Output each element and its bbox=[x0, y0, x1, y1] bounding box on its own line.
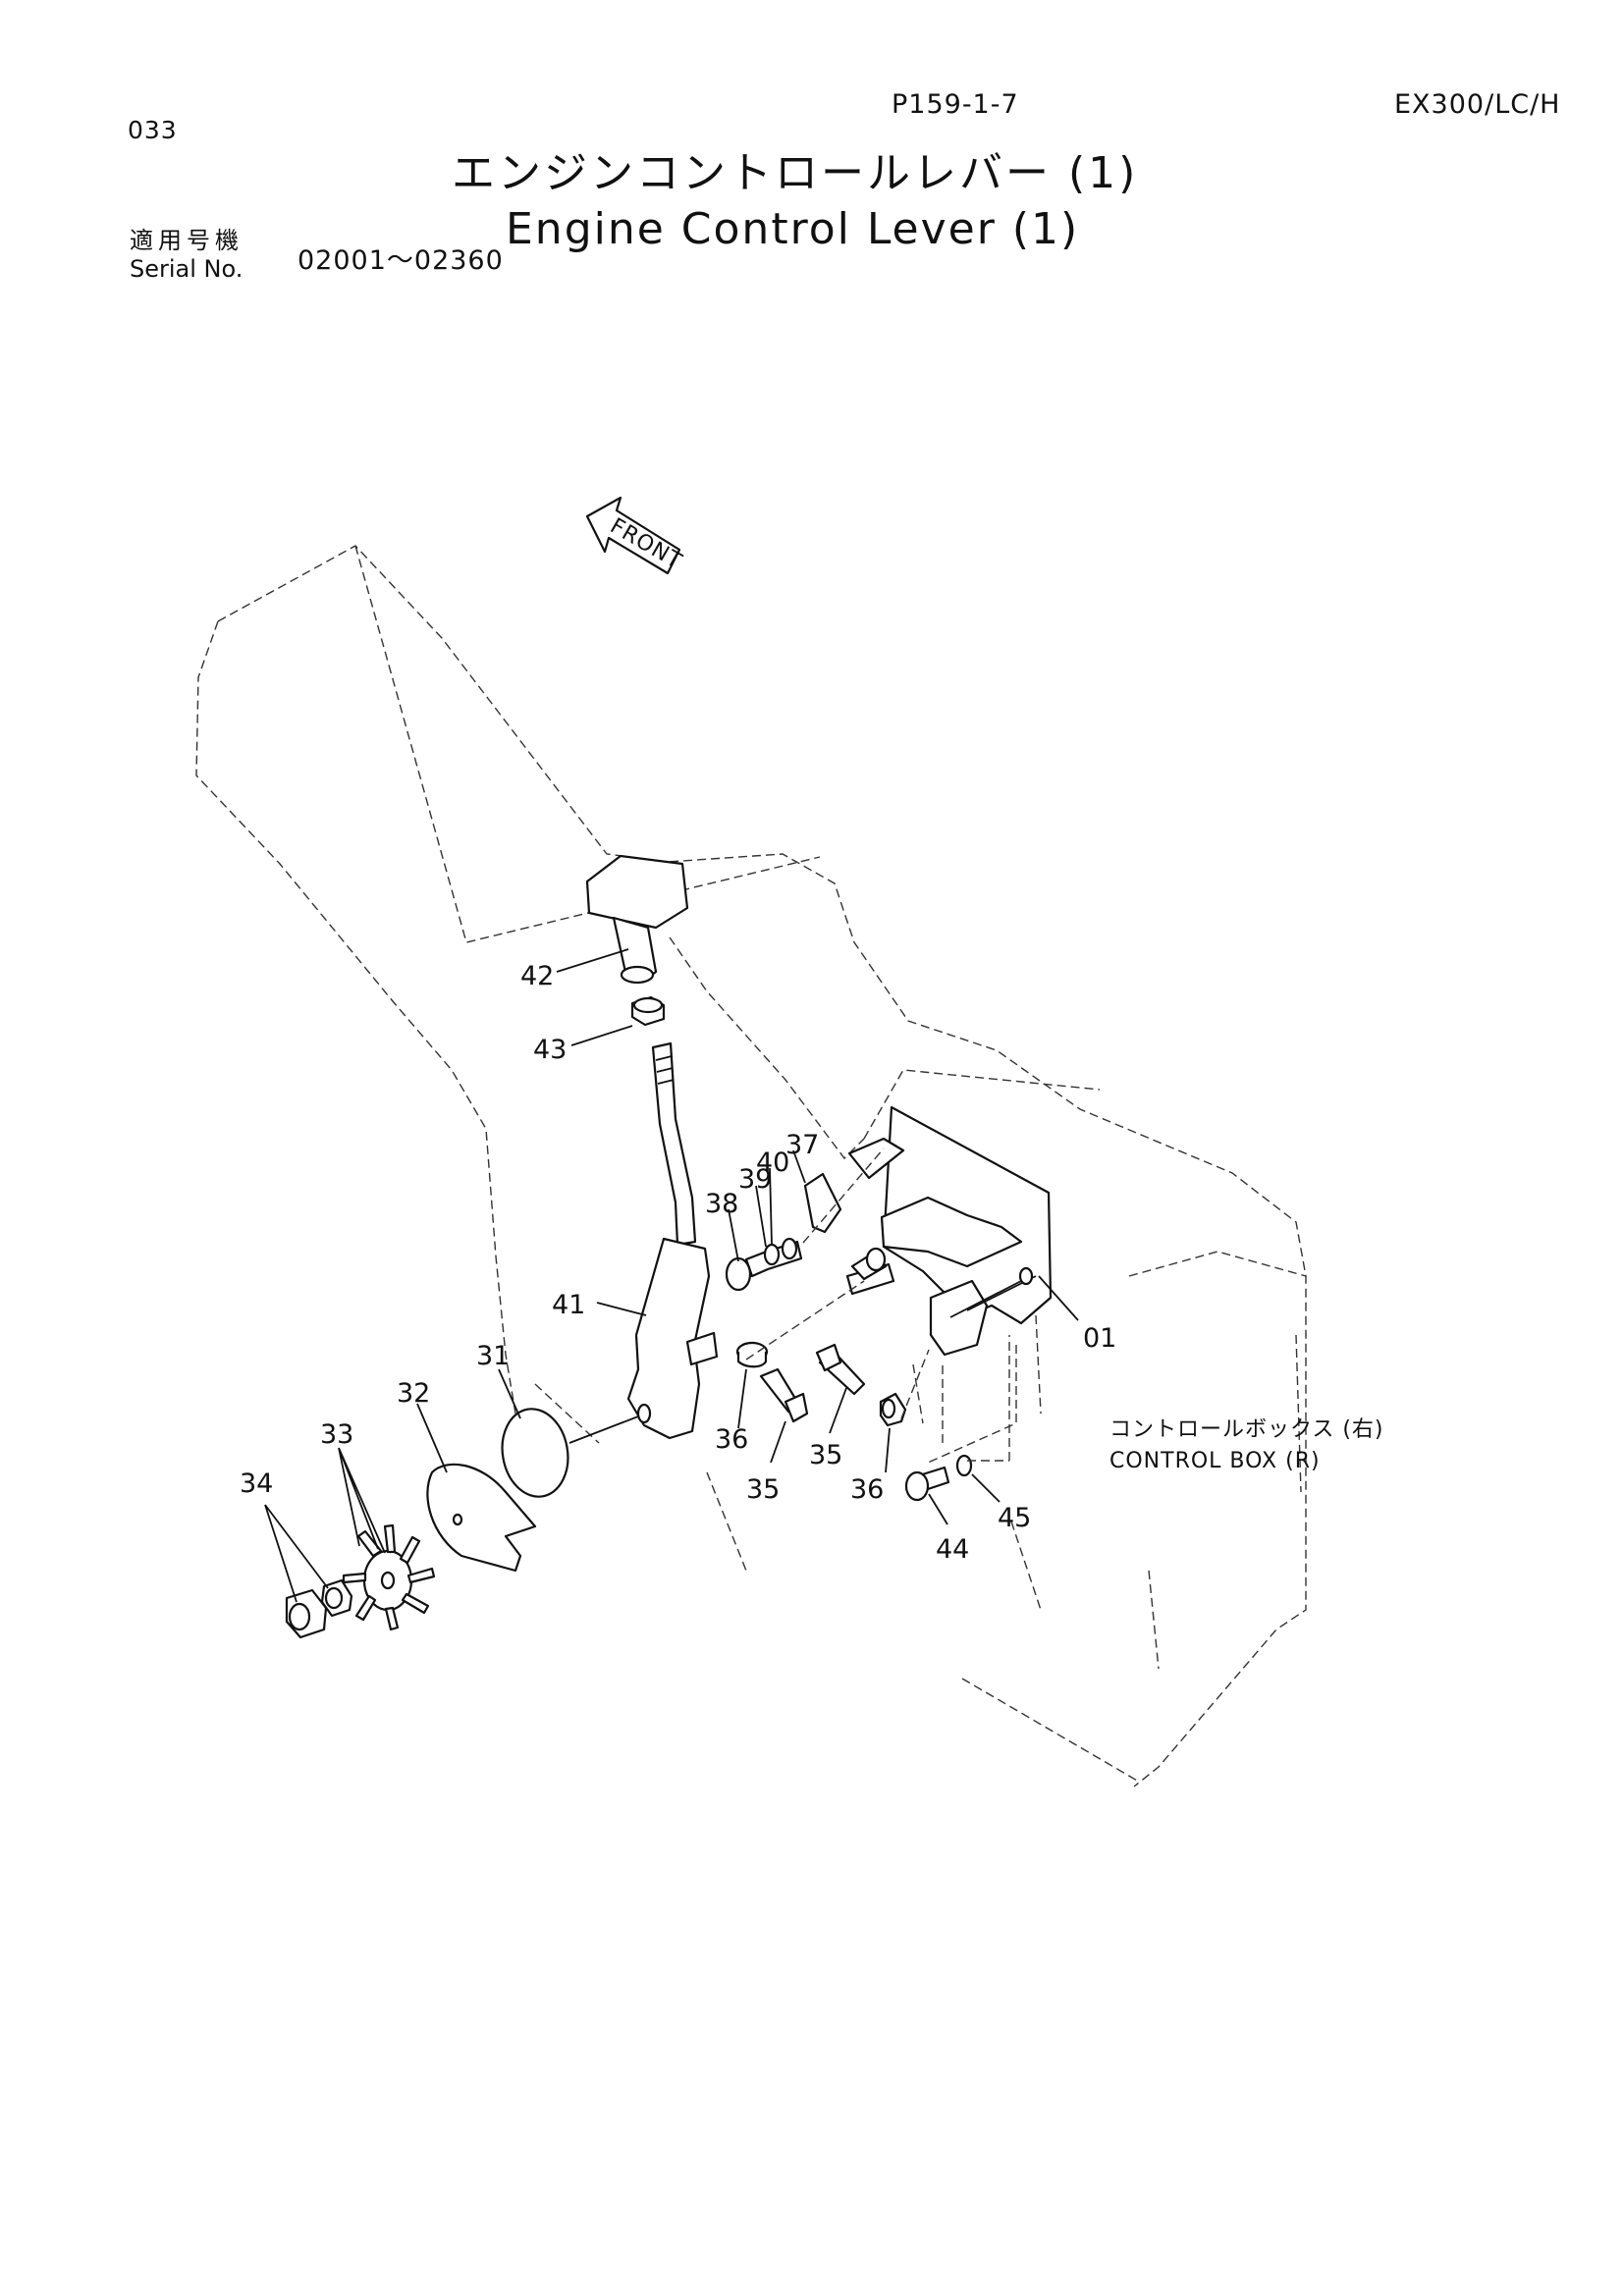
model-name: EX300/LC/H bbox=[1394, 89, 1561, 120]
part-31-leader-to-lever bbox=[568, 1415, 639, 1444]
serial-label-japanese: 適用号機 bbox=[130, 227, 243, 254]
page-number: 033 bbox=[128, 116, 178, 144]
callout-43: 43 bbox=[533, 1035, 567, 1065]
part-34-nuts bbox=[285, 1578, 353, 1639]
reference-number: P159-1-7 bbox=[892, 89, 1019, 120]
callout-37: 37 bbox=[785, 1130, 819, 1160]
control-box-label-english: CONTROL BOX (R) bbox=[1109, 1449, 1321, 1473]
callout-32: 32 bbox=[397, 1378, 430, 1409]
part-35-bolt-c bbox=[850, 1247, 888, 1281]
callout-44: 44 bbox=[936, 1534, 969, 1565]
front-arrow-icon: FRONT bbox=[585, 496, 686, 574]
part-33-star-washer bbox=[342, 1523, 436, 1631]
part-43-nut bbox=[630, 995, 666, 1027]
control-box-label-japanese: コントロールボックス (右) bbox=[1109, 1417, 1384, 1442]
serial-label-english: Serial No. bbox=[130, 255, 243, 283]
callout-41: 41 bbox=[552, 1290, 585, 1320]
callout-33: 33 bbox=[320, 1419, 353, 1450]
callout-42: 42 bbox=[520, 961, 554, 991]
callout-36-b: 36 bbox=[850, 1474, 884, 1505]
part-35-bolt-a bbox=[759, 1367, 809, 1423]
callout-35-b: 35 bbox=[809, 1440, 842, 1470]
part-01-bracket bbox=[845, 1105, 1053, 1357]
callout-36-a: 36 bbox=[715, 1424, 748, 1455]
serial-range: 02001～02360 bbox=[298, 245, 504, 276]
callout-leaders bbox=[264, 948, 1079, 1603]
callout-01: 01 bbox=[1083, 1323, 1116, 1354]
callout-34: 34 bbox=[240, 1468, 273, 1499]
part-35-bolt-b bbox=[815, 1343, 866, 1396]
part-32-plate bbox=[426, 1463, 537, 1573]
page-title-japanese: エンジンコントロールレバー (1) bbox=[452, 148, 1139, 198]
part-36-spacer-a bbox=[735, 1341, 769, 1368]
callout-35-a: 35 bbox=[746, 1474, 780, 1505]
callout-45: 45 bbox=[998, 1503, 1031, 1533]
part-41-lever bbox=[626, 1041, 719, 1440]
callout-labels: 42 43 37 40 39 38 41 31 32 33 34 36 35 3… bbox=[240, 961, 1116, 1565]
callout-39: 39 bbox=[738, 1164, 772, 1195]
part-40-washer bbox=[781, 1237, 798, 1260]
callout-38: 38 bbox=[705, 1189, 738, 1219]
part-45-washer bbox=[955, 1454, 973, 1477]
part-39-washer bbox=[763, 1243, 781, 1266]
part-31-disc bbox=[501, 1408, 569, 1498]
part-44-bolt bbox=[904, 1466, 950, 1502]
callout-40: 40 bbox=[756, 1148, 789, 1178]
callout-31: 31 bbox=[476, 1341, 510, 1371]
part-42-knob bbox=[585, 854, 689, 985]
part-37-clip bbox=[803, 1137, 905, 1234]
part-36-spacer-b bbox=[879, 1392, 907, 1427]
page-title-english: Engine Control Lever (1) bbox=[506, 204, 1080, 254]
